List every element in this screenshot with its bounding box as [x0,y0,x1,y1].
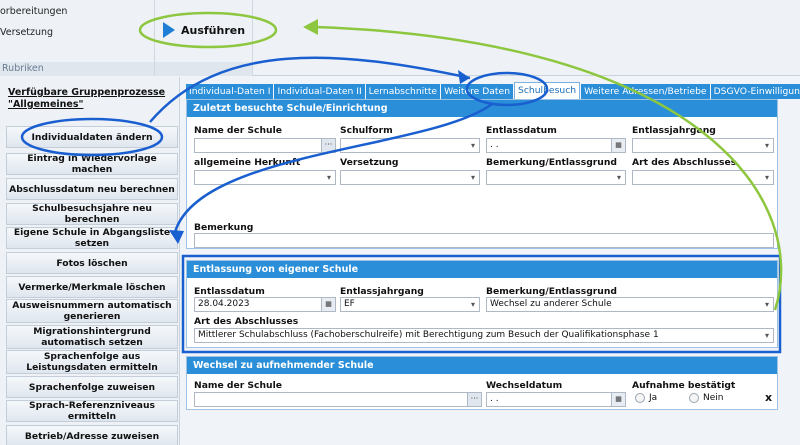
process-sprachenfolge-zuweisen[interactable]: Sprachenfolge zuweisen [6,376,178,398]
radio-ja[interactable]: Ja [635,393,657,403]
dropdown-icon: ▾ [764,331,769,340]
tab-lernabschnitte[interactable]: Lernabschnitte [365,84,441,99]
entlassjahrgang-2-value: EF [344,299,355,309]
process-wiedervorlage[interactable]: Eintrag in Wiedervorlage machen [6,153,178,175]
label-wechseldatum: Wechseldatum [486,380,563,391]
process-betrieb-zuweisen[interactable]: Betrieb/Adresse zuweisen [6,425,178,445]
dropdown-icon: ▾ [616,173,621,182]
tab-individual-daten-1[interactable]: Individual-Daten I [186,84,274,99]
input-name-der-schule[interactable]: ··· [194,138,336,153]
section-own-school-exit-title: Entlassung von eigener Schule [187,261,777,278]
select-bemerkung-grund[interactable]: ▾ [486,170,626,185]
label-bemerkung-grund: Bemerkung/Entlassgrund [486,157,617,168]
label-entlassjahrgang-2: Entlassjahrgang [340,286,424,297]
select-versetzung[interactable]: ▾ [340,170,480,185]
select-art-abschluss-2[interactable]: Mittlerer Schulabschluss (Fachoberschulr… [194,328,774,343]
main-area: Individual-Daten I Individual-Daten II L… [183,82,800,445]
select-entlassjahrgang-2[interactable]: EF ▾ [340,297,480,312]
ribbon: orbereitungen Versetzung Rubriken Ausfüh… [0,0,800,76]
label-grund-2: Bemerkung/Entlassgrund [486,286,617,297]
label-bemerkung: Bemerkung [194,222,254,233]
label-name-der-schule: Name der Schule [194,125,282,136]
label-art-abschluss: Art des Abschlusses [632,157,737,168]
process-ausweisnummern[interactable]: Ausweisnummern automatisch generieren [6,299,178,323]
select-schulform[interactable]: ▾ [340,138,480,153]
section-last-school-title: Zuletzt besuchte Schule/Einrichtung [187,100,777,117]
process-panel: Verfügbare Gruppenprozesse "Allgemeines"… [0,77,180,445]
radio-nein-label: Nein [703,393,724,403]
tab-weitere-daten[interactable]: Weitere Daten [441,84,514,99]
entlassdatum-2-value: 28.04.2023 [198,299,250,309]
select-entlassjahrgang[interactable]: ▾ [632,138,774,153]
ribbon-group-rubriken: orbereitungen Versetzung Rubriken [0,0,155,76]
art-abschluss-2-value: Mittlerer Schulabschluss (Fachoberschulr… [198,330,659,340]
radio-ja-label: Ja [649,393,658,403]
radio-circle [635,393,645,403]
process-abgangsliste[interactable]: Eigene Schule in Abgangsliste setzen [6,227,178,249]
process-referenzniveaus[interactable]: Sprach-Referenzniveaus ermitteln [6,400,178,422]
input-entlassdatum[interactable]: . . ▦ [486,138,626,153]
select-herkunft[interactable]: ▾ [194,170,336,185]
dropdown-icon: ▾ [764,173,769,182]
ribbon-item-versetzung[interactable]: Versetzung [0,27,54,38]
select-art-abschluss[interactable]: ▾ [632,170,774,185]
wechseldatum-value: . . [490,394,499,404]
select-grund-2[interactable]: Wechsel zu anderer Schule ▾ [486,297,774,312]
process-migrationshintergrund[interactable]: Migrationshintergrund automatisch setzen [6,325,178,349]
dropdown-icon: ▾ [470,173,475,182]
section-receiving-school: Wechsel zu aufnehmender Schule Name der … [186,356,778,410]
process-vermerke-loeschen[interactable]: Vermerke/Merkmale löschen [6,276,178,298]
dropdown-icon: ▾ [764,300,769,309]
input-name-schule-3[interactable]: ··· [194,392,482,407]
process-schulbesuchsjahre[interactable]: Schulbesuchsjahre neu berechnen [6,203,178,225]
dropdown-icon: ▾ [764,141,769,150]
input-wechseldatum[interactable]: . . ▦ [486,392,626,407]
entlassdatum-value: . . [490,140,499,150]
label-entlassjahrgang: Entlassjahrgang [632,125,716,136]
tab-bar: Individual-Daten I Individual-Daten II L… [186,82,800,99]
ellipsis-icon[interactable]: ··· [467,393,481,406]
grund-2-value: Wechsel zu anderer Schule [490,299,612,309]
run-button-label: Ausführen [181,23,246,37]
section-last-school: Zuletzt besuchte Schule/Einrichtung Name… [186,99,778,249]
dropdown-icon: ▾ [470,141,475,150]
tab-dsgvo[interactable]: DSGVO-Einwilligung [710,84,800,99]
section-own-school-exit: Entlassung von eigener Schule Entlassdat… [186,260,778,348]
calendar-icon[interactable]: ▦ [321,298,335,311]
label-entlassdatum: Entlassdatum [486,125,557,136]
section-receiving-school-title: Wechsel zu aufnehmender Schule [187,357,777,374]
run-button[interactable]: Ausführen [163,22,245,38]
radio-nein[interactable]: Nein [689,393,723,403]
input-bemerkung[interactable] [194,233,774,248]
process-fotos-loeschen[interactable]: Fotos löschen [6,252,178,274]
label-name-schule-3: Name der Schule [194,380,282,391]
label-art-abschluss-2: Art des Abschlusses [194,316,299,327]
ribbon-group-run [155,0,253,76]
process-sprachenfolge-ermitteln[interactable]: Sprachenfolge aus Leistungsdaten ermitte… [6,350,178,374]
dropdown-icon: ▾ [470,300,475,309]
label-aufnahme-bestaetigt: Aufnahme bestätigt [632,380,736,391]
tab-individual-daten-2[interactable]: Individual-Daten II [274,84,365,99]
radio-circle [689,393,699,403]
tab-schulbesuch[interactable]: Schulbesuch [514,82,581,99]
calendar-icon[interactable]: ▦ [611,139,625,152]
clear-icon[interactable]: x [765,391,773,404]
ribbon-group-label: Rubriken [0,62,154,76]
process-individualdaten-aendern[interactable]: Individualdaten ändern [6,126,178,148]
ellipsis-icon[interactable]: ··· [321,139,335,152]
play-icon [163,22,175,38]
dropdown-icon: ▾ [326,173,331,182]
label-versetzung: Versetzung [340,157,399,168]
label-herkunft: allgemeine Herkunft [194,157,301,168]
process-panel-title: Verfügbare Gruppenprozesse "Allgemeines" [8,87,166,110]
tab-weitere-adressen[interactable]: Weitere Adressen/Betriebe [581,84,710,99]
process-abschlussdatum[interactable]: Abschlussdatum neu berechnen [6,178,178,200]
label-schulform: Schulform [340,125,393,136]
label-entlassdatum-2: Entlassdatum [194,286,265,297]
ribbon-group-run-footer [155,62,252,76]
ribbon-item-vorbereitungen[interactable]: orbereitungen [0,6,68,17]
input-entlassdatum-2[interactable]: 28.04.2023 ▦ [194,297,336,312]
calendar-icon[interactable]: ▦ [611,393,625,406]
